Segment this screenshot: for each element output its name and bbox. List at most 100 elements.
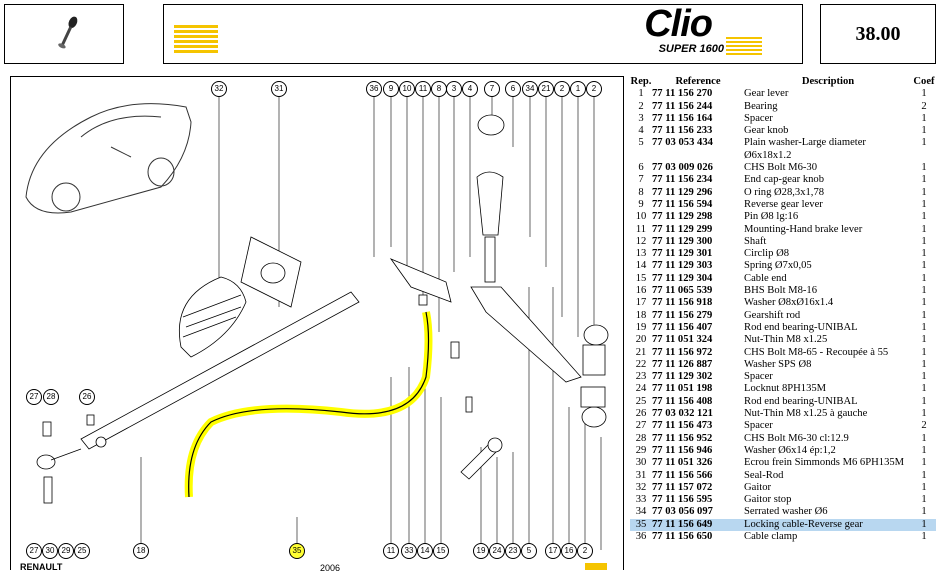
- callout-27: 27: [26, 389, 42, 405]
- part-rep: 3: [638, 112, 644, 124]
- part-reference: 77 11 156 946: [652, 444, 713, 456]
- part-description: Rod end bearing-UNIBAL: [744, 395, 858, 407]
- part-reference: 77 11 156 270: [652, 88, 713, 100]
- part-rep: 4: [638, 125, 644, 137]
- callout-31: 31: [271, 81, 287, 97]
- part-reference: 77 11 156 650: [652, 530, 713, 542]
- part-coef: 1: [921, 358, 927, 370]
- part-reference: 77 11 129 300: [652, 235, 713, 247]
- yellow-stripes-left: [174, 25, 218, 55]
- clio-logo-text: Clio: [644, 3, 713, 45]
- part-description: Reverse gear lever: [744, 198, 823, 210]
- part-coef: 1: [921, 334, 927, 346]
- part-reference: 77 11 156 233: [652, 125, 713, 137]
- footer-year: 2006: [320, 563, 341, 573]
- callout-b24: 24: [489, 543, 505, 559]
- part-coef: 1: [921, 469, 927, 481]
- part-rep: 23: [635, 371, 647, 383]
- footer-brand: RENAULT: [20, 562, 63, 572]
- part-rep: 30: [635, 457, 647, 469]
- part-reference: 77 11 129 301: [652, 248, 713, 260]
- callout-b14: 14: [417, 543, 433, 559]
- part-coef: 1: [921, 186, 927, 198]
- header-reference: Reference: [675, 76, 721, 87]
- locking-cable-highlight: [184, 311, 433, 498]
- part-reference: 77 11 157 072: [652, 481, 713, 493]
- exploded-parts-diagram: 32 31 36 9 10 11 8 3 4 7 6 34 21 2 1 2 2…: [10, 76, 624, 570]
- rod-end-drawing: [36, 414, 95, 504]
- part-reference: 77 11 156 408: [652, 395, 713, 407]
- part-reference: 77 11 129 299: [652, 223, 713, 235]
- callout-26: 26: [79, 389, 95, 405]
- part-reference: 77 03 009 026: [652, 162, 713, 174]
- part-rep: 7: [638, 174, 644, 186]
- part-rep: 31: [635, 469, 647, 481]
- callout-9: 9: [383, 81, 399, 97]
- part-description: Cable clamp: [744, 530, 798, 542]
- callout-b17: 17: [545, 543, 561, 559]
- part-coef: 1: [921, 297, 927, 309]
- part-rep: 5: [638, 137, 644, 149]
- part-coef: 1: [921, 371, 927, 383]
- part-coef: 1: [921, 506, 927, 518]
- part-coef: 1: [921, 162, 927, 174]
- part-description: End cap-gear knob: [744, 174, 825, 186]
- part-rep: 8: [638, 186, 644, 198]
- part-coef: 1: [912, 518, 936, 531]
- part-description: CHS Bolt M6-30: [744, 162, 817, 174]
- part-coef: 1: [921, 260, 927, 272]
- part-reference: 77 11 156 244: [652, 100, 713, 112]
- gearshift-rod-drawing: [80, 291, 360, 450]
- part-rep: 6: [638, 162, 644, 174]
- part-coef: 1: [921, 481, 927, 493]
- part-description: Rod end bearing-UNIBAL: [744, 321, 858, 333]
- callout-1: 1: [570, 81, 586, 97]
- part-rep: 15: [635, 272, 647, 284]
- table-row[interactable]: 6 77 03 009 026 CHS Bolt M6-30 1: [630, 162, 936, 174]
- part-reference: 77 11 156 649: [652, 518, 744, 531]
- header-coef: Coef: [913, 76, 935, 87]
- part-coef: 1: [921, 248, 927, 260]
- part-description: Gear lever: [744, 88, 789, 100]
- callout-7: 7: [484, 81, 500, 97]
- callout-b30: 30: [42, 543, 58, 559]
- yellow-stripes-right: [726, 37, 762, 55]
- callout-b33: 33: [401, 543, 417, 559]
- part-rep: 19: [635, 321, 647, 333]
